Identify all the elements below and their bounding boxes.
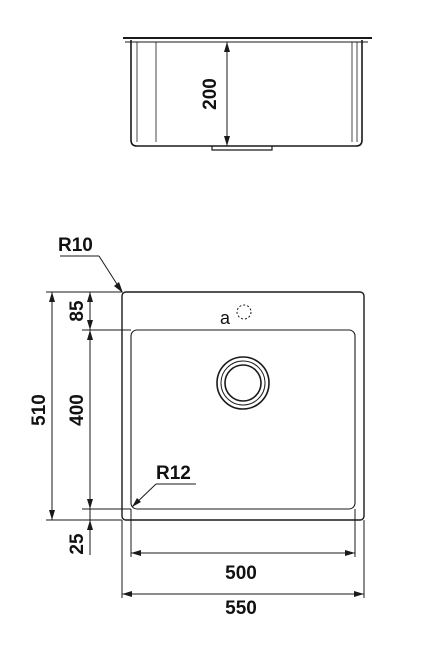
overall-height-label: 510 — [29, 394, 50, 426]
tap-hole-label: a — [220, 308, 231, 328]
outer-radius-label: R10 — [58, 235, 93, 256]
bottom-rim-label: 25 — [67, 533, 88, 555]
bowl-width-label: 500 — [225, 563, 257, 584]
tap-hole-icon — [236, 304, 252, 320]
dimensions: 510 85 400 25 500 550 — [29, 291, 365, 619]
top-view: a R10 R12 — [58, 235, 365, 521]
side-view-height-label: 200 — [200, 78, 221, 110]
overall-width-label: 550 — [225, 598, 257, 619]
outer-rim — [121, 291, 365, 521]
side-view-drain — [211, 146, 273, 151]
inner-radius-label: R12 — [156, 463, 191, 484]
inner-bowl — [130, 329, 356, 510]
top-rim-label: 85 — [67, 300, 88, 322]
side-view: 200 — [123, 37, 372, 151]
side-view-bowl — [130, 40, 363, 147]
bowl-height-label: 400 — [67, 394, 88, 426]
drain-icon — [216, 356, 270, 410]
